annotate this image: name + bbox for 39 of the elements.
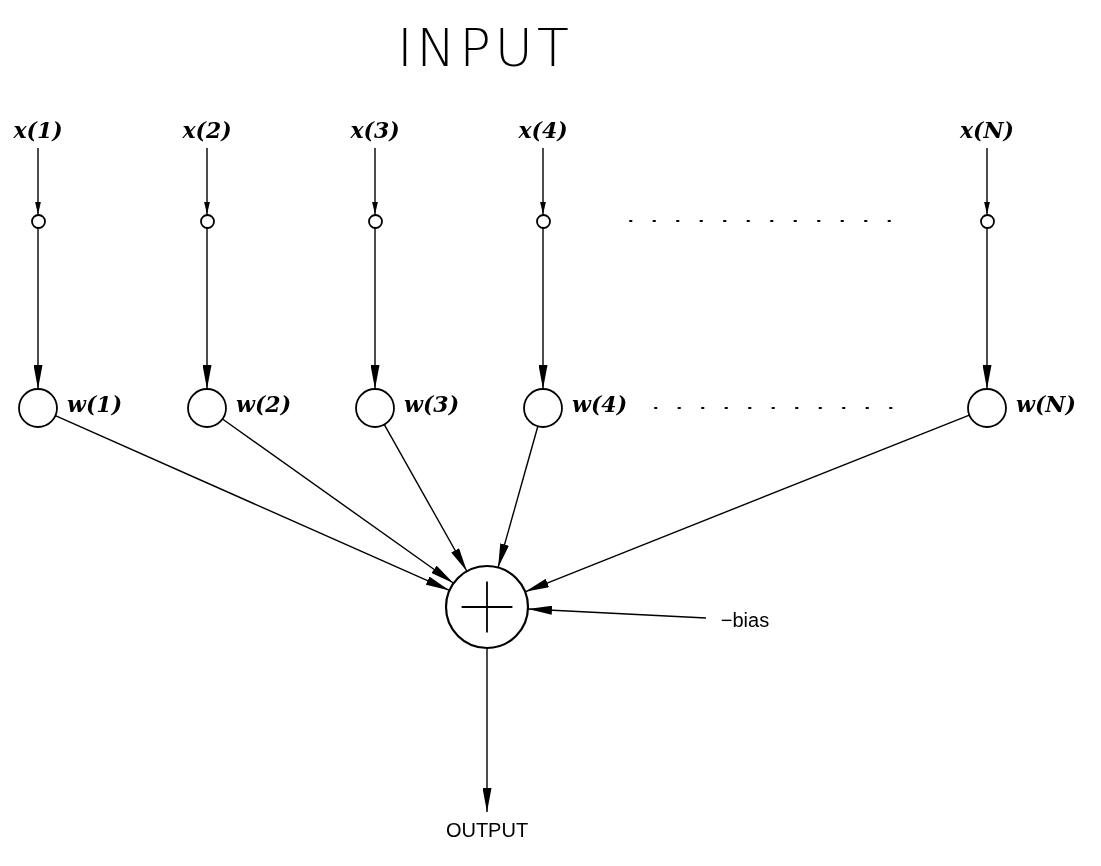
arrow [370, 226, 380, 390]
input-node [199, 213, 215, 229]
weight-label: w(1) [67, 390, 123, 418]
weight-node [18, 388, 58, 428]
arrow [540, 147, 546, 216]
weight-label: w(2) [236, 390, 292, 418]
weight-label: w(4) [572, 390, 628, 418]
input-label: x(1) [3, 116, 73, 144]
input-node [367, 213, 383, 229]
arrow [984, 147, 990, 216]
title: INPUT [396, 18, 574, 78]
arrow [497, 425, 539, 569]
input-label: x(3) [340, 116, 410, 144]
weight-node [523, 388, 563, 428]
arrow [35, 147, 41, 216]
arrow [202, 226, 212, 390]
arrow [482, 647, 492, 813]
weight-node [355, 388, 395, 428]
input-node [979, 213, 995, 229]
text-label: OUTPUT [437, 816, 537, 844]
weight-label: w(N) [1016, 390, 1076, 418]
input-label: x(4) [508, 116, 578, 144]
arrow [383, 423, 468, 572]
arrow [527, 605, 707, 619]
weight-label: w(3) [404, 390, 460, 418]
input-node [30, 213, 46, 229]
weight-node [967, 388, 1007, 428]
input-label: x(N) [949, 116, 1025, 144]
arrow [538, 226, 548, 390]
arrow [33, 226, 43, 390]
arrow [204, 147, 210, 216]
input-label: x(2) [172, 116, 242, 144]
arrow [372, 147, 378, 216]
arrow [982, 226, 992, 390]
input-node [535, 213, 551, 229]
text-label: −bias [710, 606, 780, 634]
weight-node [187, 388, 227, 428]
summing-junction [445, 565, 529, 649]
arrow [221, 418, 455, 584]
